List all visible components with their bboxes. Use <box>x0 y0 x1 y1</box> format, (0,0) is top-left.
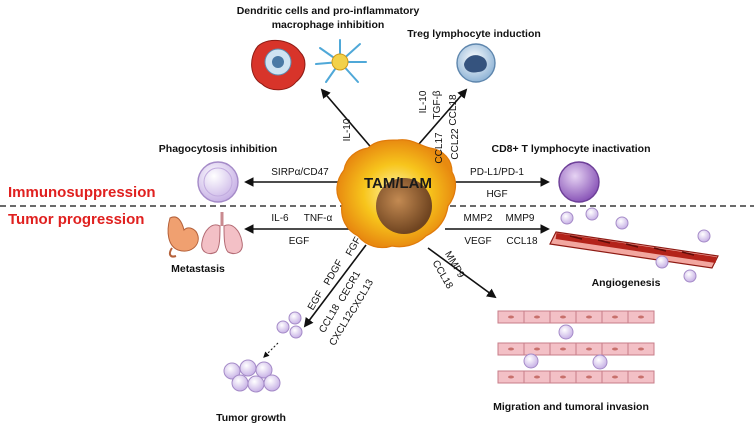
arrow-to-tumor-growth <box>303 244 367 328</box>
title-phagocytosis: Phagocytosis inhibition <box>159 143 277 155</box>
title-migration: Migration and tumoral invasion <box>493 401 649 413</box>
arrow-to-treg <box>411 88 468 153</box>
dendritic-cell-icon <box>315 39 367 83</box>
title-cd8: CD8+ T lymphocyte inactivation <box>492 143 651 155</box>
mediator-treg-il10: IL-10 <box>418 90 429 113</box>
title-dendritic-line2: macrophage inhibition <box>272 19 385 31</box>
lungs-icon <box>201 212 243 255</box>
mediator-treg-ccl22: CCL22 <box>450 128 461 160</box>
mediator-il6: IL-6 <box>271 213 289 224</box>
title-treg: Treg lymphocyte induction <box>407 28 541 40</box>
section-label-tumor-progression: Tumor progression <box>8 211 144 228</box>
mediator-il10-dendritic: IL-10 <box>342 118 353 141</box>
mediator-tnfa: TNF-α <box>304 213 333 224</box>
mediator-pdgf: PDGF <box>322 258 345 288</box>
title-angiogenesis: Angiogenesis <box>592 277 661 289</box>
mediator-pdl1-pd1: PD-L1/PD-1 <box>470 167 524 178</box>
mediator-mmp9-angiogenesis: MMP9 <box>506 213 535 224</box>
arrow-to-migration <box>427 247 497 299</box>
tam-lam-label: TAM/LAM <box>364 175 432 192</box>
cd8-cell-icon <box>558 161 600 203</box>
macrophage-icon <box>251 39 306 91</box>
growth-small-arrow <box>263 342 279 358</box>
mediator-egf-growth: EGF <box>306 289 326 312</box>
arrow-to-dendritic <box>320 88 376 153</box>
mediator-treg-tgfb: TGF-β <box>432 90 443 119</box>
title-metastasis: Metastasis <box>171 263 225 275</box>
stomach-icon <box>167 216 199 258</box>
tumor-cells-small-icon <box>276 311 303 339</box>
mediator-vegf: VEGF <box>464 236 491 247</box>
treg-cell-icon <box>456 43 496 83</box>
tumor-cells-large-icon <box>223 359 281 393</box>
section-label-immunosuppression: Immunosuppression <box>8 184 156 201</box>
tissue-layers-icon <box>497 310 655 384</box>
mediator-egf-metastasis: EGF <box>289 236 310 247</box>
title-tumor-growth: Tumor growth <box>216 412 286 424</box>
tam-lam-cell: TAM/LAM <box>336 139 457 249</box>
mediator-treg-ccl17: CCL17 <box>434 132 445 164</box>
phagocyte-cell-icon <box>197 161 239 203</box>
blood-vessel-icon <box>549 207 719 283</box>
mediator-hgf: HGF <box>486 189 507 200</box>
mediator-treg-ccl18: CCL18 <box>448 94 459 126</box>
mediator-ccl18-angiogenesis: CCL18 <box>506 236 538 247</box>
title-dendritic-line1: Dendritic cells and pro-inflammatory <box>237 5 420 17</box>
mediator-mmp2: MMP2 <box>464 213 493 224</box>
mediator-sirp-cd47: SIRPα/CD47 <box>271 167 329 178</box>
